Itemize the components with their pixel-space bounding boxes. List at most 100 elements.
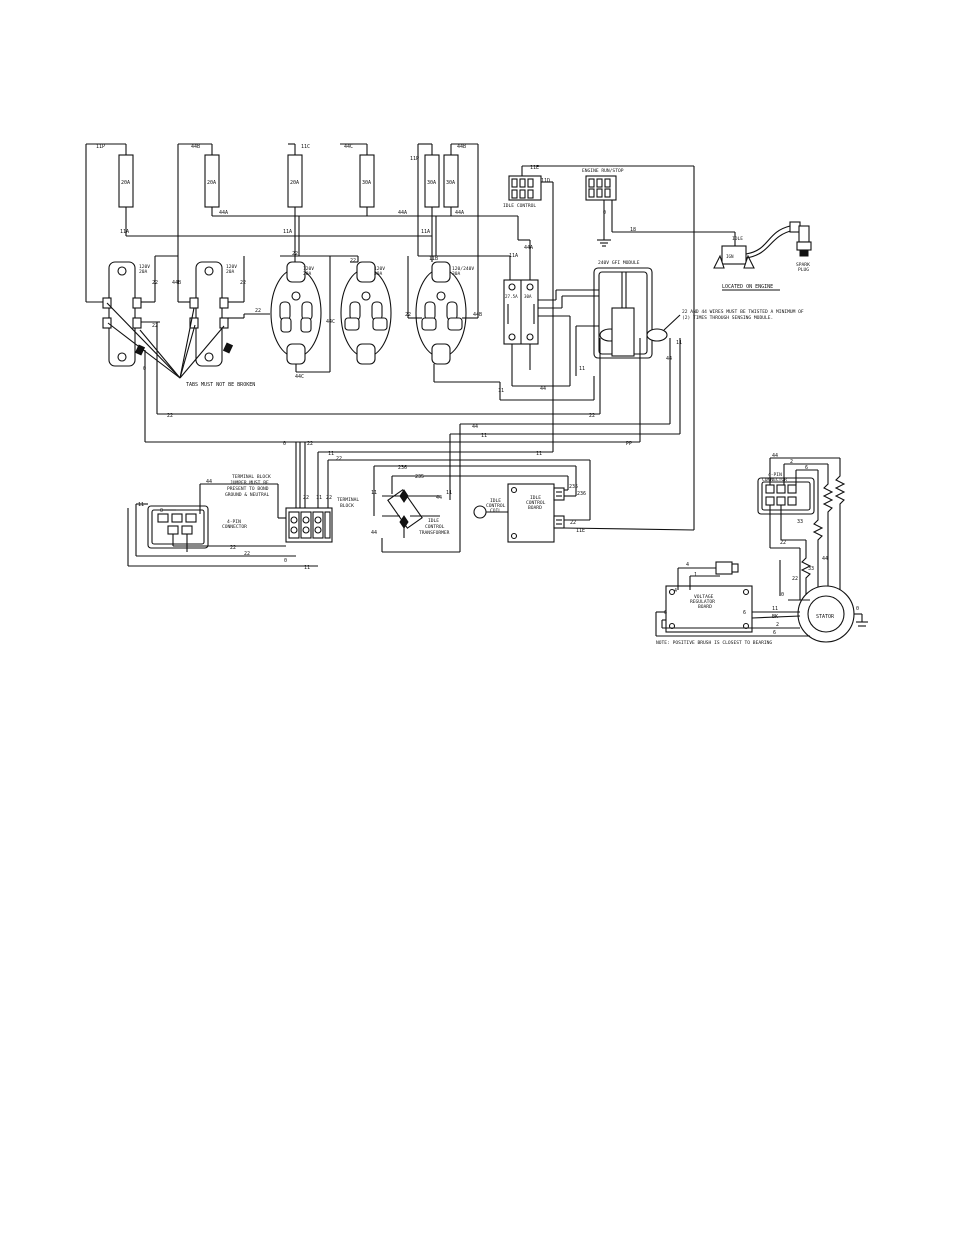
svg-text:11: 11	[446, 490, 452, 496]
svg-text:22: 22	[152, 323, 158, 329]
svg-text:22: 22	[303, 495, 309, 501]
svg-text:6: 6	[664, 610, 667, 616]
svg-text:BOARD: BOARD	[698, 604, 712, 610]
duplex-outlet-1: 120V 20A	[102, 261, 150, 367]
svg-text:TERMINAL: TERMINAL	[337, 497, 359, 503]
svg-text:22: 22	[792, 576, 798, 582]
idle-control-board: IDLE CONTROL BOARD 235 236 22 11E	[507, 466, 695, 543]
svg-text:4-PIN: 4-PIN	[768, 472, 782, 478]
svg-text:STATOR: STATOR	[816, 614, 835, 620]
svg-text:4-PIN: 4-PIN	[227, 519, 241, 525]
breaker-output-buses: 11A 44A 11A 44A 11A 44A 11A 44A	[120, 210, 533, 282]
svg-text:44C: 44C	[326, 319, 335, 325]
gfi-wiring: 11 44 11 22 AND 44 WIRES MUST BE TWISTED…	[498, 166, 804, 530]
spark-plug: SPARK PLUG	[796, 225, 812, 273]
svg-text:4: 4	[686, 562, 689, 568]
svg-text:11A: 11A	[421, 229, 430, 235]
svg-text:GROUND & NEUTRAL: GROUND & NEUTRAL	[225, 492, 269, 498]
svg-text:IDLE: IDLE	[428, 518, 439, 524]
svg-text:44: 44	[540, 386, 546, 392]
voltage-regulator-board: VOLTAGE REGULATOR BOARD 4 1 4 6 6	[664, 561, 753, 633]
svg-text:235: 235	[569, 484, 578, 490]
svg-text:44C: 44C	[295, 374, 304, 380]
svg-text:PRESENT TO BOND: PRESENT TO BOND	[227, 486, 269, 492]
svg-text:235: 235	[415, 474, 424, 480]
breaker-row: 20A 20A 20A 30A 30A	[118, 144, 459, 230]
svg-text:CONNECTOR: CONNECTOR	[222, 524, 247, 530]
svg-text:0: 0	[143, 366, 146, 372]
svg-text:120V: 120V	[226, 264, 237, 270]
svg-text:44: 44	[436, 495, 442, 501]
svg-text:18: 18	[630, 227, 636, 233]
svg-text:11: 11	[316, 495, 322, 501]
svg-text:6: 6	[743, 610, 746, 616]
round-outlet-2: 120V 30A	[340, 261, 392, 365]
breaker-3: 20A	[287, 144, 303, 230]
svg-text:22: 22	[292, 251, 298, 257]
svg-text:22: 22	[230, 545, 236, 551]
svg-text:11C: 11C	[301, 144, 310, 150]
gfi-module-label: 240V GFI MODULE	[598, 260, 640, 266]
svg-text:IDLE: IDLE	[490, 498, 501, 504]
svg-text:11E: 11E	[530, 165, 539, 171]
svg-text:44B: 44B	[457, 144, 466, 150]
svg-text:CONNECTOR: CONNECTOR	[762, 477, 787, 483]
svg-text:2: 2	[790, 459, 793, 465]
svg-text:22: 22	[326, 495, 332, 501]
svg-text:11: 11	[304, 565, 310, 571]
svg-text:BLOCK: BLOCK	[340, 503, 354, 509]
svg-text:11: 11	[772, 606, 778, 612]
svg-text:COIL: COIL	[490, 508, 501, 514]
svg-text:120V: 120V	[374, 266, 385, 272]
connector-6pin-right: 4-PIN CONNECTOR	[757, 472, 815, 515]
svg-text:44: 44	[371, 530, 377, 536]
svg-text:11: 11	[536, 451, 542, 457]
stator: STATOR 0	[797, 585, 868, 643]
svg-text:22: 22	[405, 312, 411, 318]
svg-text:TRANSFORMER: TRANSFORMER	[419, 530, 450, 536]
svg-text:6: 6	[805, 465, 808, 471]
svg-text:44A: 44A	[455, 210, 464, 216]
svg-text:22: 22	[167, 413, 173, 419]
gfi-module: 240V GFI MODULE	[593, 260, 668, 359]
round-outlet-wiring: 22 22 44C 44C 22 44B 11B	[280, 251, 500, 383]
svg-text:30A: 30A	[452, 271, 461, 277]
idle-control-switch: IDLE CONTROL 11E 11D	[503, 165, 694, 452]
svg-text:236: 236	[577, 491, 586, 497]
ignition-coil: IGN IDLE	[713, 221, 801, 269]
connector-4pin-left-wiring: 11 44 0 22 22 0 11	[127, 479, 318, 571]
svg-text:2: 2	[776, 622, 779, 628]
svg-text:TERMINAL BLOCK: TERMINAL BLOCK	[232, 474, 271, 480]
brush-note: NOTE: POSITIVE BRUSH IS CLOSEST TO BEARI…	[656, 640, 772, 646]
svg-text:44: 44	[772, 453, 778, 459]
svg-text:11B: 11B	[429, 256, 438, 262]
connector-6pin-right-wiring: 44 2 6 33 22 44 33 22	[769, 453, 846, 600]
svg-text:33: 33	[808, 566, 814, 572]
svg-text:27.5A: 27.5A	[505, 294, 518, 299]
svg-text:22: 22	[244, 551, 250, 557]
svg-text:11: 11	[138, 502, 144, 508]
breaker-5-rating: 30A	[427, 180, 436, 186]
svg-text:11: 11	[371, 490, 377, 496]
svg-text:44: 44	[822, 556, 828, 562]
svg-text:44B: 44B	[473, 312, 482, 318]
svg-text:44A: 44A	[398, 210, 407, 216]
breaker-6: 30A	[443, 144, 459, 216]
regulator-stator-wiring: 11 BK 6 2 0	[655, 560, 810, 637]
located-on-engine-label: LOCATED ON ENGINE	[722, 284, 773, 290]
svg-text:0: 0	[781, 592, 784, 598]
svg-text:44A: 44A	[524, 245, 533, 251]
svg-text:11P: 11P	[410, 156, 419, 162]
svg-text:REGULATOR: REGULATOR	[690, 599, 715, 605]
svg-text:20A: 20A	[139, 269, 148, 275]
svg-text:0: 0	[160, 508, 163, 514]
svg-text:IDLE: IDLE	[732, 236, 743, 242]
svg-text:11A: 11A	[120, 229, 129, 235]
twist-note-line-1: 22 AND 44 WIRES MUST BE TWISTED A MINIMU…	[682, 309, 804, 315]
twist-note-line-2: (2) TIMES THROUGH SENSING MODULE.	[682, 315, 773, 321]
svg-text:0: 0	[284, 558, 287, 564]
svg-text:IGN: IGN	[726, 254, 734, 259]
breaker-4: 30A	[359, 144, 375, 216]
main-harness: 22 22 0 0 PP 44 11 11 11 22 22	[143, 322, 680, 520]
